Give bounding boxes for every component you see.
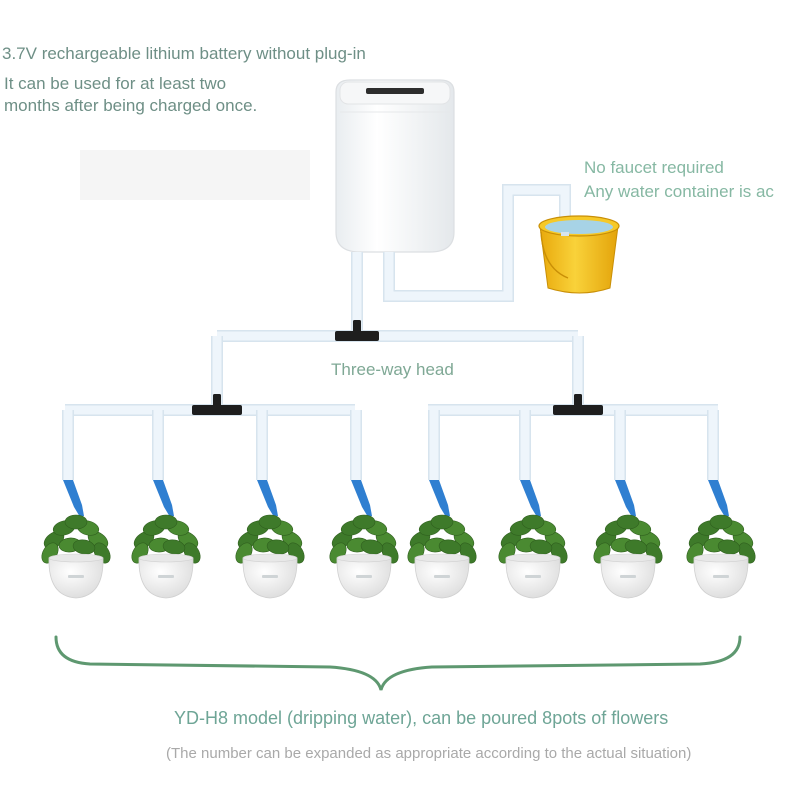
plant-pot-rim: [138, 553, 194, 563]
potted-plant-icon: [498, 514, 568, 599]
bucket-handle: [540, 231, 569, 279]
grouping-brace: [54, 635, 742, 691]
dripper-icon: [429, 480, 450, 517]
drippers: [63, 480, 729, 517]
potted-plant-icon: [329, 514, 399, 599]
bucket-water: [545, 220, 613, 234]
tee-connectors: [192, 320, 603, 415]
tee-connector-stem: [213, 394, 221, 407]
model-caption: YD-H8 model (dripping water), can be pou…: [174, 708, 669, 728]
plant-leaf: [521, 514, 545, 530]
plant-pot-rim: [242, 553, 298, 563]
plant-pot-rim: [336, 553, 392, 563]
tee-connector-icon: [553, 405, 603, 415]
pot-window: [262, 575, 278, 578]
potted-plant-icon: [41, 514, 111, 599]
no-faucet-label: No faucet required: [584, 158, 724, 177]
tee-connector-stem: [574, 394, 582, 407]
bucket-body: [539, 225, 619, 294]
battery-duration-label-line2: months after being charged once.: [4, 96, 258, 115]
potted-plant-icon: [235, 514, 305, 599]
potted-plant-icon: [593, 514, 663, 599]
tube: [384, 185, 570, 301]
plant-pot-rim: [48, 553, 104, 563]
water-pump-unit: [335, 79, 455, 253]
pot-window: [356, 575, 372, 578]
plant-leaf: [709, 514, 733, 530]
plant-pot-rim: [414, 553, 470, 563]
plant-leaf: [430, 514, 454, 530]
potted-plants: [41, 514, 756, 599]
potted-plant-icon: [131, 514, 201, 599]
plant-pot-rim: [505, 553, 561, 563]
pot-window: [620, 575, 636, 578]
potted-plant-icon: [686, 514, 756, 599]
expansion-note: (The number can be expanded as appropria…: [166, 745, 692, 762]
water-container-label: Any water container is ac: [584, 182, 774, 201]
dripper-icon: [708, 480, 729, 517]
potted-plant-icon: [407, 514, 477, 599]
three-way-head-label: Three-way head: [331, 360, 454, 379]
tee-connector-icon: [335, 331, 379, 341]
battery-duration-label-line1: It can be used for at least two: [4, 74, 227, 93]
pot-window: [158, 575, 174, 578]
pot-window: [434, 575, 450, 578]
dripper-icon: [153, 480, 174, 517]
bucket-tube-end: [561, 232, 569, 236]
plant-leaf: [258, 514, 282, 530]
dripper-icon: [63, 480, 84, 517]
dripper-icon: [257, 480, 278, 517]
pot-window: [525, 575, 541, 578]
plant-leaf: [352, 514, 376, 530]
plant-leaf: [64, 514, 88, 530]
plant-leaf: [616, 514, 640, 530]
plant-pot-rim: [693, 553, 749, 563]
plant-leaf: [154, 514, 178, 530]
bucket-icon: [538, 215, 620, 294]
tee-connector-icon: [192, 405, 242, 415]
dripper-icon: [351, 480, 372, 517]
text-shadow-blur: [80, 150, 310, 200]
pot-window: [68, 575, 84, 578]
plant-pot-rim: [600, 553, 656, 563]
dripper-icon: [520, 480, 541, 517]
tee-connector-stem: [353, 320, 361, 333]
dripper-icon: [615, 480, 636, 517]
battery-label: 3.7V rechargeable lithium battery withou…: [2, 44, 366, 63]
pot-window: [713, 575, 729, 578]
